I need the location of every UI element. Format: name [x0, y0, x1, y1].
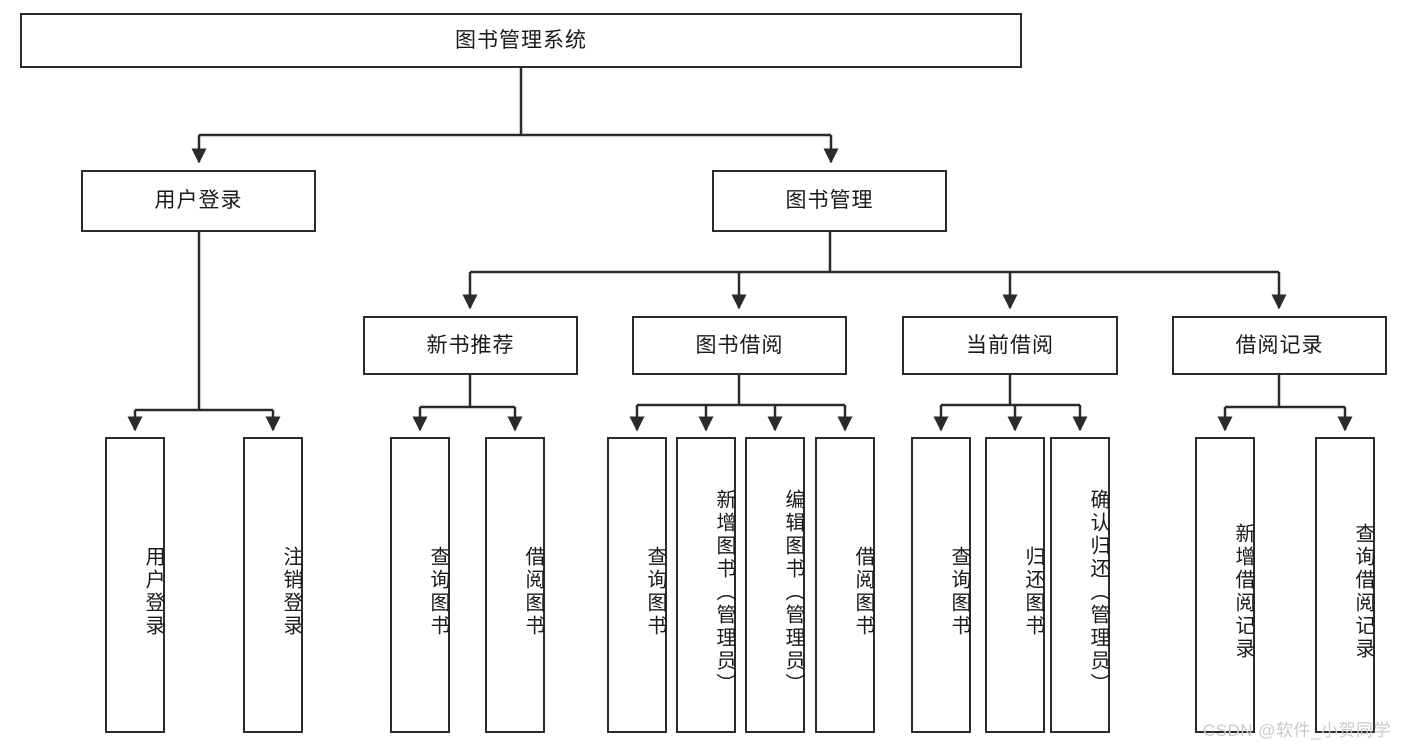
node-label: 图书管理系统 [455, 28, 587, 52]
node-new-book-recommend[interactable]: 新书推荐 [363, 316, 578, 375]
node-label: 借阅记录 [1235, 333, 1324, 357]
node-label: 查询借阅记录 [1352, 523, 1374, 661]
node-label: 图书借阅 [695, 333, 784, 357]
node-user-login[interactable]: 用户登录 [81, 170, 316, 232]
node-label: 注销登录 [280, 546, 302, 638]
node-label: 用户登录 [142, 546, 164, 638]
node-label: 借阅图书 [522, 546, 544, 638]
node-label: 查询图书 [427, 546, 449, 638]
node-label: 图书管理 [785, 189, 874, 213]
node-leaf-return-book[interactable]: 归还图书 [985, 437, 1045, 733]
node-label: 归还图书 [1022, 546, 1044, 638]
node-leaf-confirm-return[interactable]: 确认归还（管理员） [1050, 437, 1110, 733]
node-label: 新增借阅记录 [1232, 523, 1254, 661]
node-leaf-query-book-cur[interactable]: 查询图书 [911, 437, 971, 733]
node-leaf-borrow-book[interactable]: 借阅图书 [815, 437, 875, 733]
node-leaf-user-login[interactable]: 用户登录 [105, 437, 165, 733]
node-book-manage[interactable]: 图书管理 [712, 170, 947, 232]
node-leaf-edit-book[interactable]: 编辑图书（管理员） [745, 437, 805, 733]
watermark-text: CSDN @软件_小贺同学 [1202, 721, 1391, 740]
node-leaf-add-record[interactable]: 新增借阅记录 [1195, 437, 1255, 733]
node-leaf-query-record[interactable]: 查询借阅记录 [1315, 437, 1375, 733]
node-leaf-borrow-book-rec[interactable]: 借阅图书 [485, 437, 545, 733]
node-label: 新书推荐 [426, 333, 515, 357]
node-label: 当前借阅 [966, 333, 1054, 357]
node-label: 查询图书 [948, 546, 970, 638]
node-leaf-add-book[interactable]: 新增图书（管理员） [676, 437, 736, 733]
node-leaf-query-book-borrow[interactable]: 查询图书 [607, 437, 667, 733]
node-current-borrow[interactable]: 当前借阅 [902, 316, 1118, 375]
node-leaf-query-book-rec[interactable]: 查询图书 [390, 437, 450, 733]
node-leaf-logout[interactable]: 注销登录 [243, 437, 303, 733]
node-label: 借阅图书 [852, 546, 874, 638]
node-label: 编辑图书（管理员） [782, 488, 804, 696]
node-borrow-record[interactable]: 借阅记录 [1172, 316, 1387, 375]
node-label: 新增图书（管理员） [713, 488, 735, 696]
node-root-system[interactable]: 图书管理系统 [20, 13, 1022, 68]
node-label: 确认归还（管理员） [1087, 488, 1109, 696]
node-label: 查询图书 [644, 546, 666, 638]
node-label: 用户登录 [154, 189, 243, 213]
node-book-borrow[interactable]: 图书借阅 [632, 316, 847, 375]
